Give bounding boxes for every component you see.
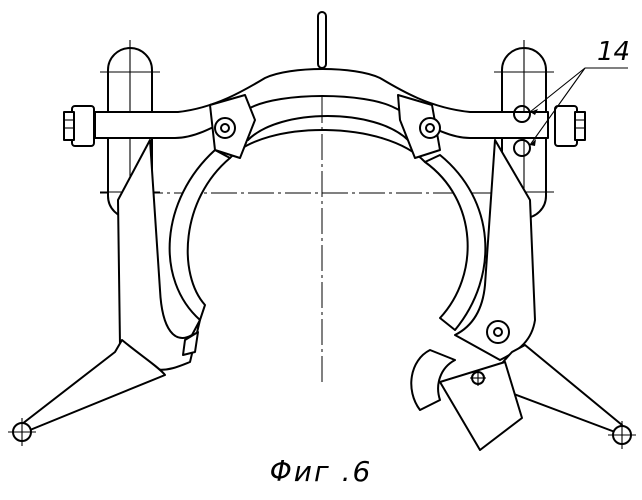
top-stem xyxy=(318,12,326,68)
left-clamp-screw xyxy=(64,106,94,146)
left-latch-tip xyxy=(183,332,198,355)
handle-end-rings xyxy=(8,418,636,449)
right-clamp-screw xyxy=(555,106,585,146)
figure-caption: Φиг .6 xyxy=(0,455,642,488)
reference-number-14: 14 xyxy=(597,37,630,67)
